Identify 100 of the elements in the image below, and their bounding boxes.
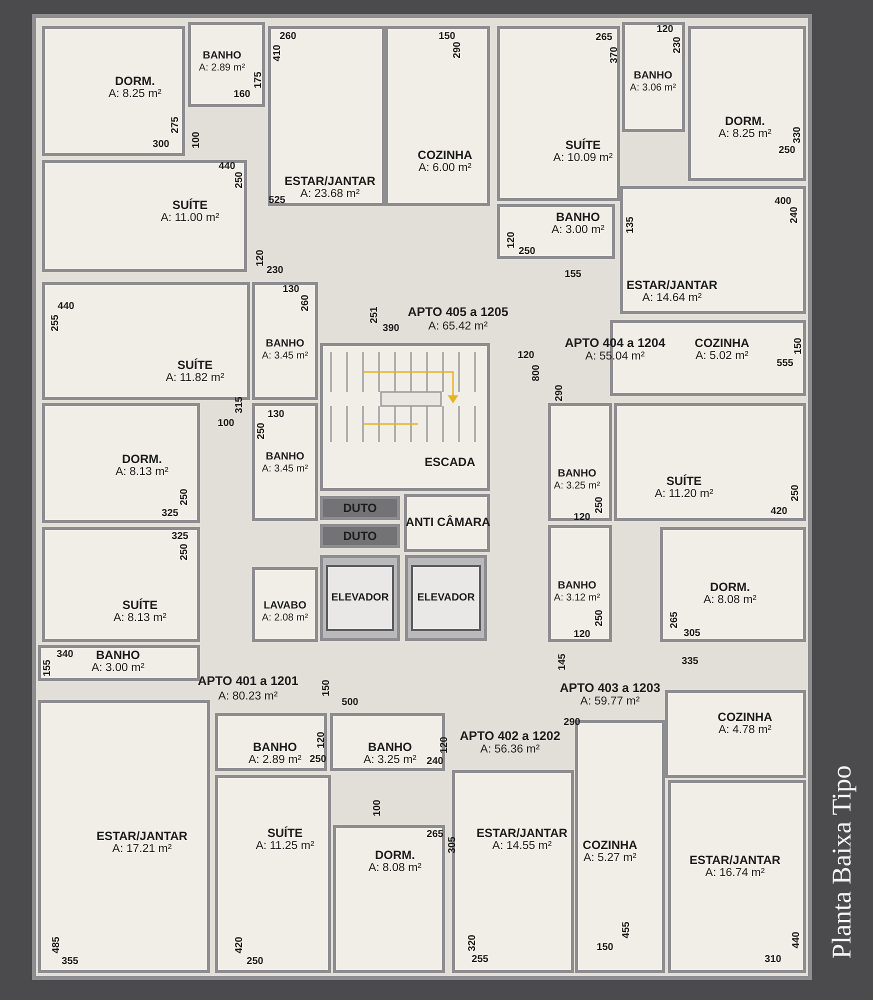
room-name: DORM. xyxy=(115,74,155,88)
room-area: A: 6.00 m² xyxy=(418,162,472,176)
dimension-label: 290 xyxy=(555,384,565,402)
dimension-label: 310 xyxy=(764,955,782,965)
dimension-label: 325 xyxy=(162,509,178,519)
dimension-label: 251 xyxy=(370,306,380,324)
room-area: A: 2.89 m² xyxy=(198,62,246,74)
dimension-label: 340 xyxy=(56,650,74,660)
room-area: A: 3.12 m² xyxy=(554,592,600,604)
room-name: COZINHA xyxy=(418,148,472,162)
dimension-label: 150 xyxy=(596,943,614,953)
room-area: A: 11.00 m² xyxy=(160,212,220,226)
room-name: ESTAR/JANTAR xyxy=(476,826,568,840)
dimension-label: 255 xyxy=(51,314,61,332)
dimension-label: 240 xyxy=(790,206,800,224)
dimension-label: 250 xyxy=(180,544,190,560)
dimension-label: 265 xyxy=(670,612,680,628)
dimension-label: 100 xyxy=(218,419,234,429)
dimension-label: 250 xyxy=(235,172,245,188)
dimension-label: 325 xyxy=(172,532,188,542)
dimension-label: 265 xyxy=(426,830,444,840)
dimension-label: 260 xyxy=(301,294,311,312)
room-name: BANHO xyxy=(266,450,304,464)
room-outline xyxy=(330,713,445,771)
room-area: A: 3.25 m² xyxy=(554,480,600,492)
room-name: SUÍTE xyxy=(666,474,702,488)
apartment-area: A: 80.23 m² xyxy=(218,691,278,703)
room-name: ELEVADOR xyxy=(417,592,475,604)
room-name: DORM. xyxy=(122,452,162,466)
room-area: A: 14.64 m² xyxy=(642,292,702,306)
dimension-label: 150 xyxy=(322,680,332,696)
dimension-label: 275 xyxy=(171,116,181,134)
room-name: COZINHA xyxy=(694,336,750,350)
dimension-label: 300 xyxy=(152,140,170,150)
room-outline xyxy=(548,525,612,642)
room-area: A: 23.68 m² xyxy=(300,188,360,202)
dimension-label: 155 xyxy=(43,660,53,676)
room-outline xyxy=(668,780,806,973)
dimension-label: 160 xyxy=(234,90,250,100)
dimension-label: 250 xyxy=(595,496,605,514)
dimension-label: 265 xyxy=(596,33,612,43)
dimension-label: 485 xyxy=(52,936,62,954)
dimension-label: 120 xyxy=(656,25,674,35)
room-name: ELEVADOR xyxy=(331,592,389,604)
apartment-area: A: 59.77 m² xyxy=(580,696,640,708)
room-name: ESTAR/JANTAR xyxy=(626,278,718,292)
dimension-label: 120 xyxy=(507,232,517,248)
dimension-label: 155 xyxy=(564,270,582,280)
room-outline xyxy=(252,403,318,521)
duct-shaft xyxy=(320,524,400,548)
dimension-label: 305 xyxy=(684,629,700,639)
dimension-label: 250 xyxy=(778,146,796,156)
room-outline xyxy=(215,713,327,771)
dimension-label: 145 xyxy=(558,654,568,670)
room-name: BANHO xyxy=(253,740,297,754)
dimension-label: 240 xyxy=(426,757,444,767)
dimension-label: 120 xyxy=(317,732,327,748)
room-name: DUTO xyxy=(343,500,377,516)
room-name: BANHO xyxy=(558,580,596,592)
room-outline xyxy=(42,26,185,156)
stair-room xyxy=(320,343,490,491)
room-area: A: 3.45 m² xyxy=(262,350,308,362)
room-outline xyxy=(252,567,318,642)
room-name: ESTAR/JANTAR xyxy=(284,174,376,188)
room-outline xyxy=(268,26,385,206)
room-area: A: 8.08 m² xyxy=(703,594,757,608)
dimension-label: 440 xyxy=(792,932,802,948)
dimension-label: 320 xyxy=(468,934,478,952)
room-outline xyxy=(333,825,445,973)
room-area: A: 8.25 m² xyxy=(718,128,772,142)
dimension-label: 120 xyxy=(440,736,450,754)
dimension-label: 250 xyxy=(791,484,801,502)
room-name: SUÍTE xyxy=(565,138,601,152)
room-area: A: 8.13 m² xyxy=(113,612,167,626)
room-area: A: 8.25 m² xyxy=(108,88,162,102)
room-name: ANTI CÂMARA xyxy=(406,514,490,530)
room-area: A: 5.02 m² xyxy=(695,350,749,364)
plan-title: Planta Baixa Tipo xyxy=(826,765,858,959)
room-outline xyxy=(497,26,620,201)
dimension-label: 260 xyxy=(280,32,296,42)
dimension-label: 130 xyxy=(282,285,300,295)
dimension-label: 355 xyxy=(62,957,78,967)
dimension-label: 120 xyxy=(518,351,534,361)
dimension-label: 410 xyxy=(273,44,283,62)
dimension-label: 250 xyxy=(246,957,264,967)
room-area: A: 2.08 m² xyxy=(262,612,308,624)
room-name: SUÍTE xyxy=(172,198,208,212)
dimension-label: 150 xyxy=(794,338,804,354)
room-outline xyxy=(42,403,200,523)
apartment-area: A: 55.04 m² xyxy=(585,351,645,363)
dimension-label: 455 xyxy=(622,922,632,938)
room-outline xyxy=(404,494,490,552)
room-outline xyxy=(660,527,806,642)
dimension-label: 420 xyxy=(235,936,245,954)
room-name: BANHO xyxy=(368,740,412,754)
room-name: BANHO xyxy=(266,338,304,350)
apartment-name: APTO 402 a 1202 xyxy=(460,730,560,742)
room-name: ESTAR/JANTAR xyxy=(690,852,780,868)
room-name: COZINHA xyxy=(718,710,772,724)
dimension-label: 130 xyxy=(268,410,284,420)
